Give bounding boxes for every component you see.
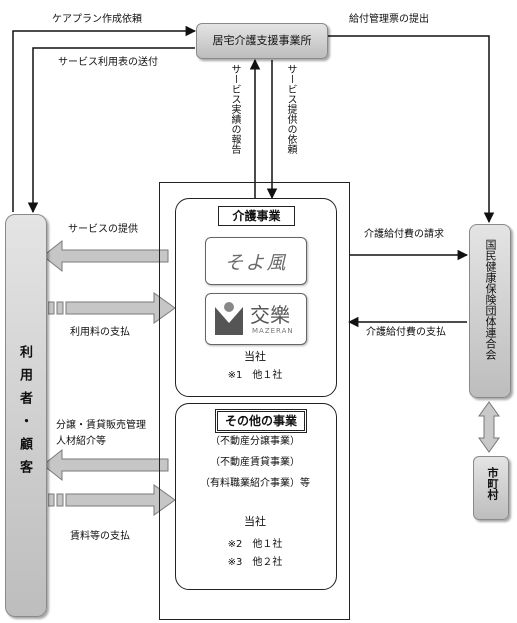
other-company-label: 当社: [244, 515, 266, 528]
municipality-box: 市町村: [473, 456, 509, 520]
mazeran-emblem-icon: [215, 302, 243, 335]
care-company-note: ※1 他１社: [227, 370, 283, 381]
municipality-label: 市町村: [486, 467, 499, 500]
company-frame: [159, 182, 350, 620]
mazeran-logo-text: 交樂: [250, 303, 290, 327]
care-office-box: 居宅介護支援事業所: [196, 23, 328, 59]
users-box: 利用者・顧客: [5, 214, 47, 617]
other-business-item-1: （不動産分譲事業）: [210, 436, 300, 447]
care-office-label: 居宅介護支援事業所: [212, 34, 312, 47]
care-plan-request-label: ケアプラン作成依頼: [52, 14, 142, 25]
benefit-statement-label: 給付管理票の提出: [349, 14, 429, 25]
sales-rental-agency-label: 分譲・賃貸販売管理 人材紹介等: [56, 420, 146, 447]
benefit-statement-arrow: [327, 35, 495, 224]
soyokaze-logo: そよ風: [205, 237, 307, 285]
other-business-item-2: （不動産賃貸事業）: [210, 457, 300, 468]
federation-box: 国民健康保険団体連合会: [469, 224, 511, 398]
service-provision-label: サービスの提供: [68, 224, 138, 235]
care-company-label: 当社: [244, 350, 266, 363]
mazeran-logo-subtext: MAZERAN: [252, 327, 294, 335]
rental-provision-block-arrow: [42, 448, 169, 482]
service-provision-block-arrow: [42, 239, 169, 273]
care-business-title: 介護事業: [218, 206, 295, 226]
other-business-title: その他の事業: [215, 409, 307, 433]
users-label: 利用者・顧客: [17, 345, 32, 483]
care-benefit-claim-label: 介護給付費の請求: [364, 229, 444, 240]
other-business-box: [175, 403, 337, 590]
service-report-label: サービス実績の報告: [229, 64, 240, 154]
rent-payment-block-arrow: [48, 484, 176, 516]
soyokaze-logo-text: そよ風: [224, 252, 288, 274]
service-usage-arrow: [27, 47, 195, 214]
usage-fee-label: 利用料の支払: [70, 327, 130, 338]
mazeran-logo: 交樂 MAZERAN: [205, 293, 307, 345]
other-company-note-2: ※3 他２社: [227, 557, 283, 568]
federation-municipality-arrow: [478, 401, 500, 453]
care-benefit-payment-label: 介護給付費の支払: [366, 327, 446, 338]
usage-fee-block-arrow: [48, 292, 176, 324]
service-usage-sent-label: サービス利用表の送付: [58, 57, 158, 68]
care-plan-request-arrow: [12, 25, 197, 212]
other-business-item-3: （有料職業紹介事業）等: [200, 478, 310, 489]
service-request-label: サービス提供の依頼: [285, 64, 296, 154]
other-company-note-1: ※2 他１社: [227, 539, 283, 550]
rent-payment-label: 賃料等の支払: [70, 531, 130, 542]
federation-label: 国民健康保険団体連合会: [484, 239, 497, 360]
